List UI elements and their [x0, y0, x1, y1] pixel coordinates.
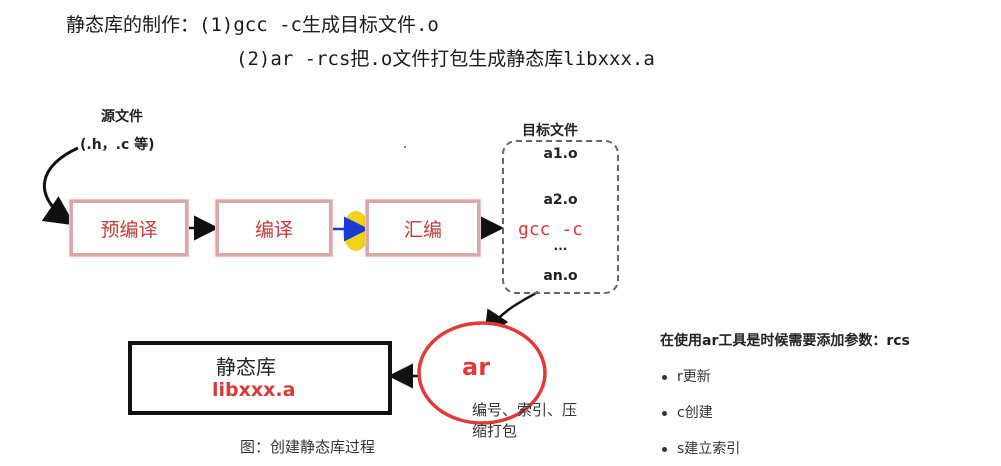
- stage-precompile: 预编译: [69, 199, 189, 257]
- source-label: 源文件: [101, 109, 143, 125]
- ar-description-line-1: 编号、索引、压: [472, 401, 578, 419]
- bullet-icon: [662, 446, 667, 452]
- static-library-box: 静态库 libxxx.a: [128, 341, 392, 415]
- header-line-1: 静态库的制作：(1)gcc -c生成目标文件.o: [66, 14, 439, 36]
- notes-title: 在使用ar工具是时候需要添加参数：rcs: [660, 333, 910, 349]
- static-library-title: 静态库: [216, 355, 276, 379]
- stage-assemble: 汇编: [365, 199, 481, 257]
- header-line-2: (2)ar -rcs把.o文件打包生成静态库libxxx.a: [236, 48, 655, 70]
- notes-item: s建立索引: [662, 438, 740, 458]
- stage-compile: 编译: [215, 199, 333, 257]
- static-library-name: libxxx.a: [212, 379, 296, 401]
- source-arrow: [41, 146, 79, 226]
- notes-item-label: r更新: [677, 369, 711, 385]
- diagram-caption: 图：创建静态库过程: [240, 438, 376, 456]
- object-file-a2: a2.o: [543, 192, 578, 208]
- notes-item: r更新: [662, 366, 711, 386]
- notes-item-label: s建立索引: [677, 441, 741, 457]
- notes-item: c创建: [662, 402, 713, 422]
- bullet-icon: [662, 410, 667, 416]
- bullet-icon: [662, 374, 667, 380]
- object-file-an: an.o: [543, 268, 578, 284]
- object-file-ellipsis: ...: [553, 239, 568, 253]
- source-extensions: (.h，.c 等): [80, 137, 155, 153]
- notes-item-label: c创建: [677, 405, 713, 421]
- object-files-box: a1.o a2.o ... an.o: [502, 140, 619, 294]
- ar-circle: [417, 321, 547, 425]
- gcc-command-label: gcc -c: [518, 219, 584, 240]
- object-file-a1: a1.o: [543, 146, 578, 162]
- ar-label: ar: [462, 353, 491, 381]
- object-files-title: 目标文件: [522, 123, 578, 139]
- ar-description-line-2: 缩打包: [472, 422, 518, 440]
